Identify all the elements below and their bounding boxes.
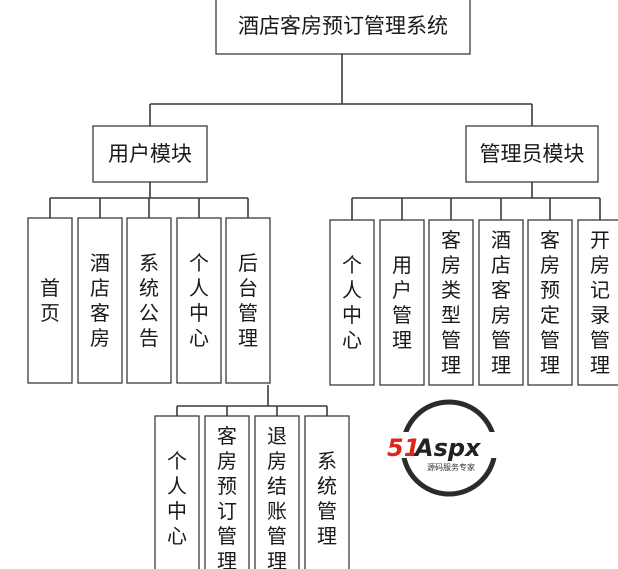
backend-child-node: 系统管理 <box>304 415 350 569</box>
watermark-band <box>386 432 514 458</box>
backend-child-box <box>204 415 250 569</box>
backend-child-box <box>154 415 200 569</box>
admin-module-node: 管理员模块 <box>465 125 599 183</box>
user-child-node: 系统公告 <box>126 217 172 384</box>
admin-child-box <box>478 219 524 386</box>
user-child-box <box>77 217 123 384</box>
watermark-tagline: 源码服务专家 <box>427 462 475 472</box>
admin-child-node: 客房预定管理 <box>527 219 573 386</box>
user-child-label: 首页 <box>40 276 60 325</box>
backend-children: 个人中心 客房预订管理 退房结账管理 系统管理 <box>154 415 350 569</box>
backend-child-label: 退房结账管理 <box>267 424 287 569</box>
backend-child-label: 系统管理 <box>317 449 337 548</box>
admin-child-node: 用户管理 <box>379 219 425 386</box>
watermark-brand-51: 51 <box>387 434 420 462</box>
watermark-brand-aspx: Aspx <box>413 434 482 462</box>
backend-child-label: 个人中心 <box>167 449 187 548</box>
user-child-box <box>27 217 73 384</box>
user-child-box <box>126 217 172 384</box>
user-child-label: 系统公告 <box>139 251 159 350</box>
admin-child-box <box>527 219 573 386</box>
admin-child-node: 个人中心 <box>329 219 375 386</box>
root-node: 酒店客房预订管理系统 <box>215 0 471 55</box>
backend-child-box <box>254 415 300 569</box>
admin-child-node: 客房类型管理 <box>428 219 474 386</box>
backend-child-node: 个人中心 <box>154 415 200 569</box>
user-child-label: 酒店客房 <box>90 251 110 350</box>
admin-child-node: 酒店客房管理 <box>478 219 524 386</box>
admin-child-label: 客房预定管理 <box>540 228 560 377</box>
admin-child-label: 客房类型管理 <box>441 228 461 377</box>
user-child-node: 酒店客房 <box>77 217 123 384</box>
user-child-node: 个人中心 <box>176 217 222 384</box>
user-child-label: 个人中心 <box>189 251 209 350</box>
admin-child-label: 酒店客房管理 <box>491 228 511 377</box>
admin-child-label: 开房记录管理 <box>590 228 610 377</box>
backend-child-node: 客房预订管理 <box>204 415 250 569</box>
user-module-label: 用户模块 <box>108 142 192 166</box>
backend-child-label: 客房预订管理 <box>217 424 237 569</box>
backend-child-node: 退房结账管理 <box>254 415 300 569</box>
user-module-node: 用户模块 <box>92 125 208 183</box>
admin-child-box <box>428 219 474 386</box>
backend-child-box <box>304 415 350 569</box>
user-child-label: 后台管理 <box>238 251 258 350</box>
admin-child-box <box>379 219 425 386</box>
user-child-box <box>176 217 222 384</box>
admin-child-box <box>577 219 618 386</box>
user-child-node: 后台管理 <box>225 217 271 384</box>
admin-child-label: 个人中心 <box>342 253 362 352</box>
connector-lines <box>49 54 601 416</box>
root-label: 酒店客房预订管理系统 <box>238 14 448 38</box>
admin-module-children: 个人中心 用户管理 客房类型管理 酒店客房管理 客房预定管理 开房记录管理 <box>329 219 618 386</box>
admin-child-label: 用户管理 <box>392 253 412 352</box>
admin-child-box <box>329 219 375 386</box>
admin-module-label: 管理员模块 <box>480 142 585 166</box>
watermark-logo: 51 Aspx 源码服务专家 <box>386 399 514 497</box>
admin-child-node: 开房记录管理 <box>577 219 618 386</box>
user-child-node: 首页 <box>27 217 73 384</box>
user-child-box <box>225 217 271 384</box>
user-module-children: 首页 酒店客房 系统公告 个人中心 后台管理 <box>27 217 271 384</box>
